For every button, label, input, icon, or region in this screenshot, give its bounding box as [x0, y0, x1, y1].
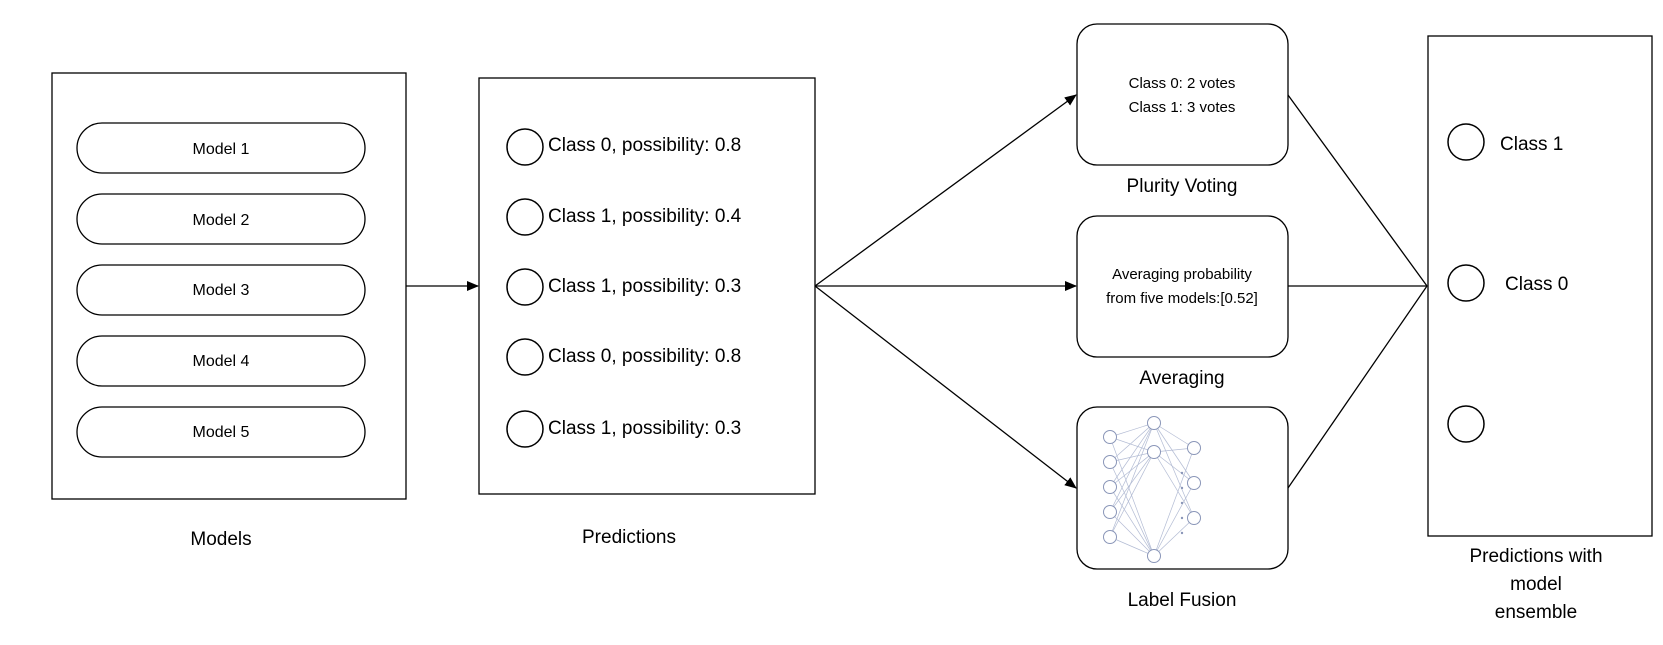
prediction-label: Class 1, possibility: 0.3 — [548, 276, 741, 297]
prediction-circle — [506, 128, 544, 166]
ensemble-output — [1447, 405, 1485, 443]
arrow-to-fusion — [814, 285, 1077, 489]
ensemble-output: Class 1 — [1447, 123, 1563, 161]
nn-edge — [1109, 422, 1155, 488]
nn-edge — [1109, 422, 1155, 513]
nn-edge — [1109, 422, 1155, 538]
nn-edge — [1153, 422, 1195, 519]
nn-edge — [1109, 451, 1155, 488]
averaging-caption: Averaging — [1139, 368, 1224, 389]
ensemble-caption-line-2: model — [1510, 574, 1562, 595]
nn-edge — [1109, 511, 1155, 557]
prediction-item: Class 1, possibility: 0.3 — [506, 410, 741, 448]
model-label: Model 4 — [193, 353, 250, 370]
nn-edge — [1153, 482, 1195, 557]
nn-edge — [1153, 422, 1195, 449]
model-label: Model 2 — [193, 212, 250, 229]
nn-edge — [1109, 461, 1155, 557]
nn-edge — [1153, 451, 1195, 484]
output-circle — [1447, 264, 1485, 302]
nn-edge — [1109, 436, 1155, 557]
nn-node — [1103, 505, 1117, 519]
voting-block: Class 0: 2 votes Class 1: 3 votes Plurit… — [1076, 23, 1289, 197]
model-label: Model 5 — [193, 424, 250, 441]
nn-edge — [1109, 451, 1155, 538]
nn-node — [1187, 476, 1201, 490]
ensemble-panel: Class 1 Class 0 Predictions with model e… — [1427, 35, 1653, 623]
nn-edge — [1153, 517, 1195, 557]
model-pill: Model 4 — [76, 335, 366, 387]
prediction-item: Class 1, possibility: 0.4 — [506, 198, 742, 236]
model-label: Model 3 — [193, 282, 250, 299]
prediction-circle — [506, 198, 544, 236]
neural-network-icon — [1103, 416, 1201, 563]
models-caption: Models — [190, 529, 251, 550]
voting-box — [1076, 23, 1289, 166]
averaging-line-1: Averaging probability — [1112, 266, 1252, 283]
prediction-circle — [506, 410, 544, 448]
model-pill: Model 1 — [76, 122, 366, 174]
predictions-caption: Predictions — [582, 527, 676, 548]
averaging-line-2: from five models:[0.52] — [1106, 290, 1258, 307]
nn-edge — [1109, 422, 1155, 463]
output-label: Class 1 — [1500, 134, 1563, 155]
averaging-block: Averaging probability from five models:[… — [1076, 215, 1289, 389]
ensemble-output: Class 0 — [1447, 264, 1568, 302]
nn-node — [1103, 455, 1117, 469]
fusion-caption: Label Fusion — [1128, 590, 1237, 611]
arrow-to-voting — [814, 94, 1077, 287]
output-circle — [1447, 123, 1485, 161]
fusion-block: Label Fusion — [1076, 406, 1289, 611]
ensemble-caption-line-3: ensemble — [1495, 602, 1577, 623]
prediction-circle — [506, 268, 544, 306]
prediction-circle — [506, 338, 544, 376]
prediction-item: Class 1, possibility: 0.3 — [506, 268, 741, 306]
nn-edge — [1153, 451, 1195, 519]
model-label: Model 1 — [193, 141, 250, 158]
nn-edge — [1153, 422, 1195, 484]
nn-node — [1147, 445, 1161, 459]
ensemble-caption-line-1: Predictions with — [1469, 546, 1602, 567]
model-pill: Model 5 — [76, 406, 366, 458]
prediction-item: Class 0, possibility: 0.8 — [506, 128, 741, 166]
nn-edge — [1109, 451, 1155, 463]
nn-node — [1187, 511, 1201, 525]
nn-edge — [1109, 451, 1155, 513]
nn-node — [1103, 430, 1117, 444]
nn-node — [1147, 416, 1161, 430]
nn-edge — [1109, 536, 1155, 557]
voting-line-1: Class 0: 2 votes — [1129, 75, 1236, 92]
nn-ellipsis — [1180, 471, 1184, 535]
line-voting-to-ensemble — [1287, 94, 1428, 287]
models-panel: Model 1 Model 2 Model 3 Model 4 Model 5 … — [51, 72, 407, 550]
nn-edge — [1109, 422, 1155, 438]
prediction-item: Class 0, possibility: 0.8 — [506, 338, 741, 376]
model-pill: Model 3 — [76, 264, 366, 316]
model-pill: Model 2 — [76, 193, 366, 245]
prediction-label: Class 1, possibility: 0.4 — [548, 206, 742, 227]
line-fusion-to-ensemble — [1287, 285, 1428, 489]
prediction-label: Class 0, possibility: 0.8 — [548, 135, 741, 156]
nn-edge — [1153, 447, 1195, 557]
nn-edge — [1109, 436, 1155, 453]
averaging-box — [1076, 215, 1289, 358]
prediction-label: Class 0, possibility: 0.8 — [548, 346, 741, 367]
voting-caption: Plurity Voting — [1127, 176, 1238, 197]
prediction-label: Class 1, possibility: 0.3 — [548, 418, 741, 439]
nn-node — [1187, 441, 1201, 455]
nn-edge — [1109, 486, 1155, 557]
output-label: Class 0 — [1505, 274, 1568, 295]
output-circle — [1447, 405, 1485, 443]
voting-line-2: Class 1: 3 votes — [1129, 99, 1236, 116]
predictions-panel: Class 0, possibility: 0.8 Class 1, possi… — [478, 77, 816, 548]
nn-node — [1147, 549, 1161, 563]
nn-node — [1103, 530, 1117, 544]
nn-node — [1103, 480, 1117, 494]
